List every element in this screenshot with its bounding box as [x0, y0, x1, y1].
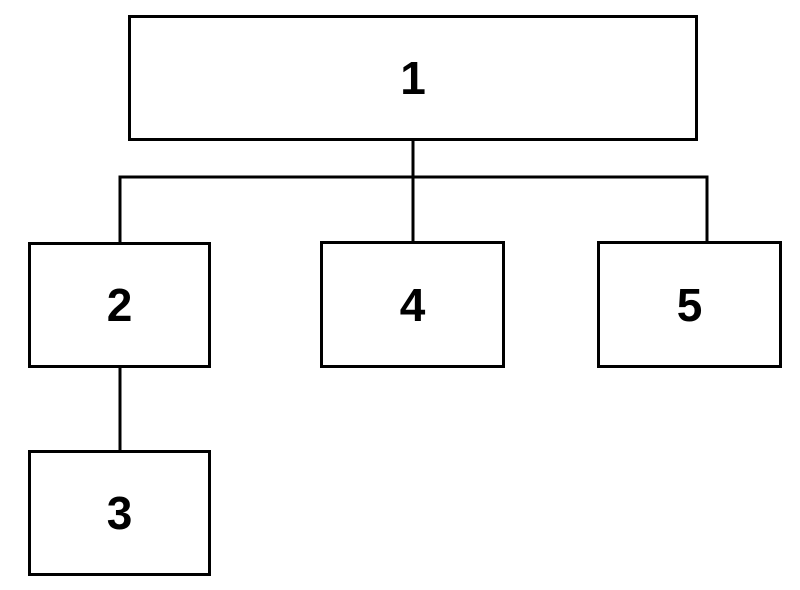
node-4-label: 4 — [400, 282, 426, 328]
node-5-box: 5 — [597, 241, 782, 368]
node-3-label: 3 — [107, 490, 133, 536]
node-2-box: 2 — [28, 242, 211, 368]
node-1-label: 1 — [400, 55, 426, 101]
node-2-label: 2 — [107, 282, 133, 328]
node-5-label: 5 — [677, 282, 703, 328]
node-4-box: 4 — [320, 241, 505, 368]
node-3-box: 3 — [28, 450, 211, 576]
node-1-box: 1 — [128, 15, 698, 141]
